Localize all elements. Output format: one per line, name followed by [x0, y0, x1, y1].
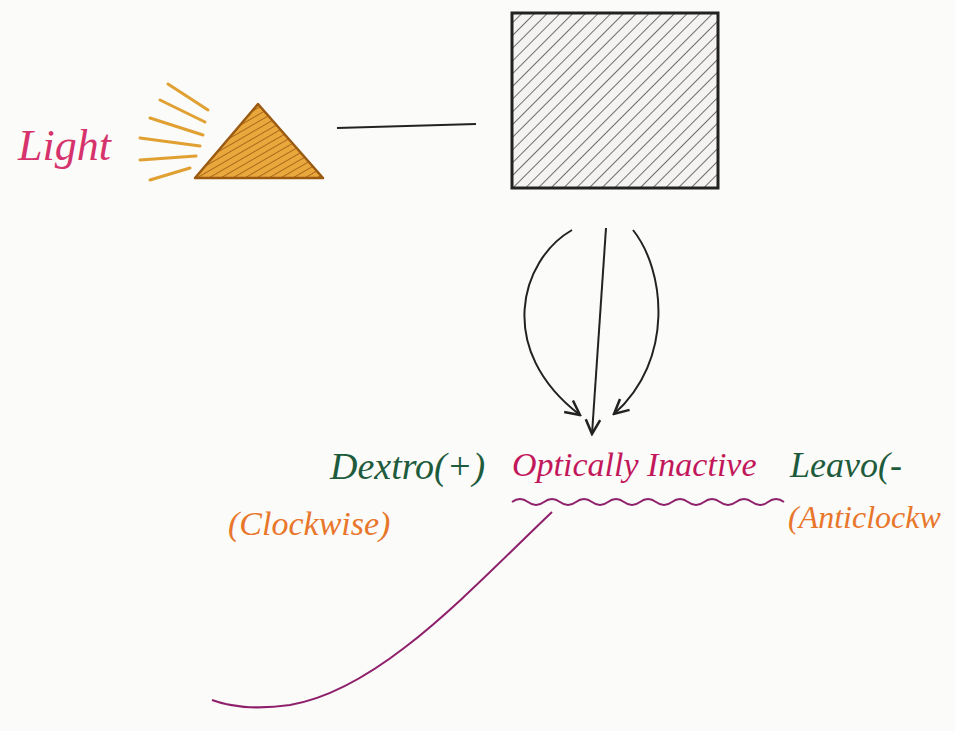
- laevo-label: Leavo(-: [790, 446, 902, 486]
- light-rays: [140, 84, 208, 180]
- dextro-label: Dextro(+): [330, 446, 485, 488]
- light-label: Light: [18, 122, 111, 170]
- anticlockwise-label: (Anticlockw: [788, 500, 941, 535]
- clockwise-label: (Clockwise): [228, 505, 390, 542]
- inactive-label: Optically Inactive: [512, 446, 757, 483]
- prism: [195, 104, 323, 178]
- sample-box: [512, 13, 718, 188]
- rotation-arrows: [524, 228, 658, 434]
- wavy-underline: [512, 499, 784, 505]
- light-path: [337, 124, 476, 128]
